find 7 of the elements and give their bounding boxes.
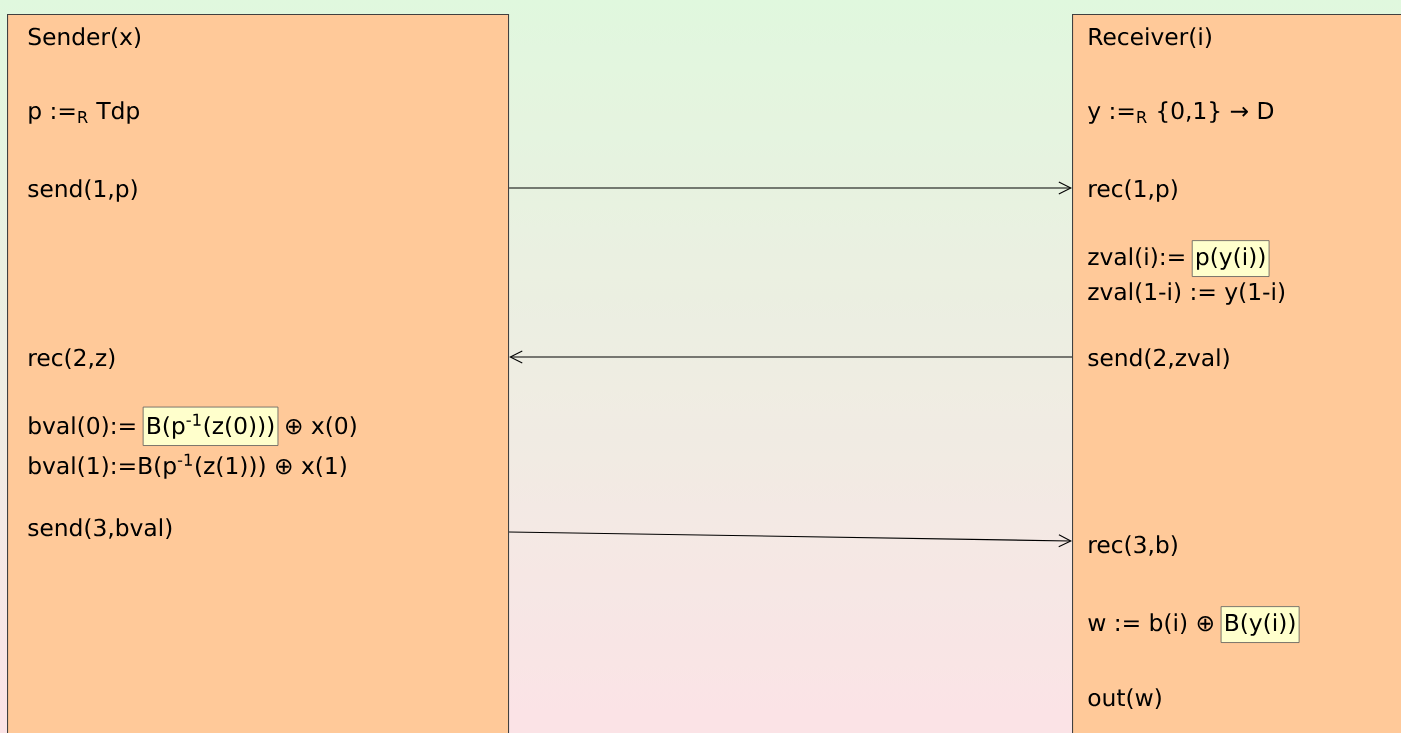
- arrow: [508, 531, 1072, 548]
- arrow: [509, 350, 1073, 364]
- arrow: [508, 181, 1072, 195]
- highlight-box: B(y(i)): [1220, 606, 1300, 643]
- highlight-box: p(y(i)): [1191, 240, 1270, 277]
- highlight-box: B(p$^{-1}$(z(0))): [142, 406, 279, 446]
- statement-text: ⊕ x(0): [286, 416, 356, 438]
